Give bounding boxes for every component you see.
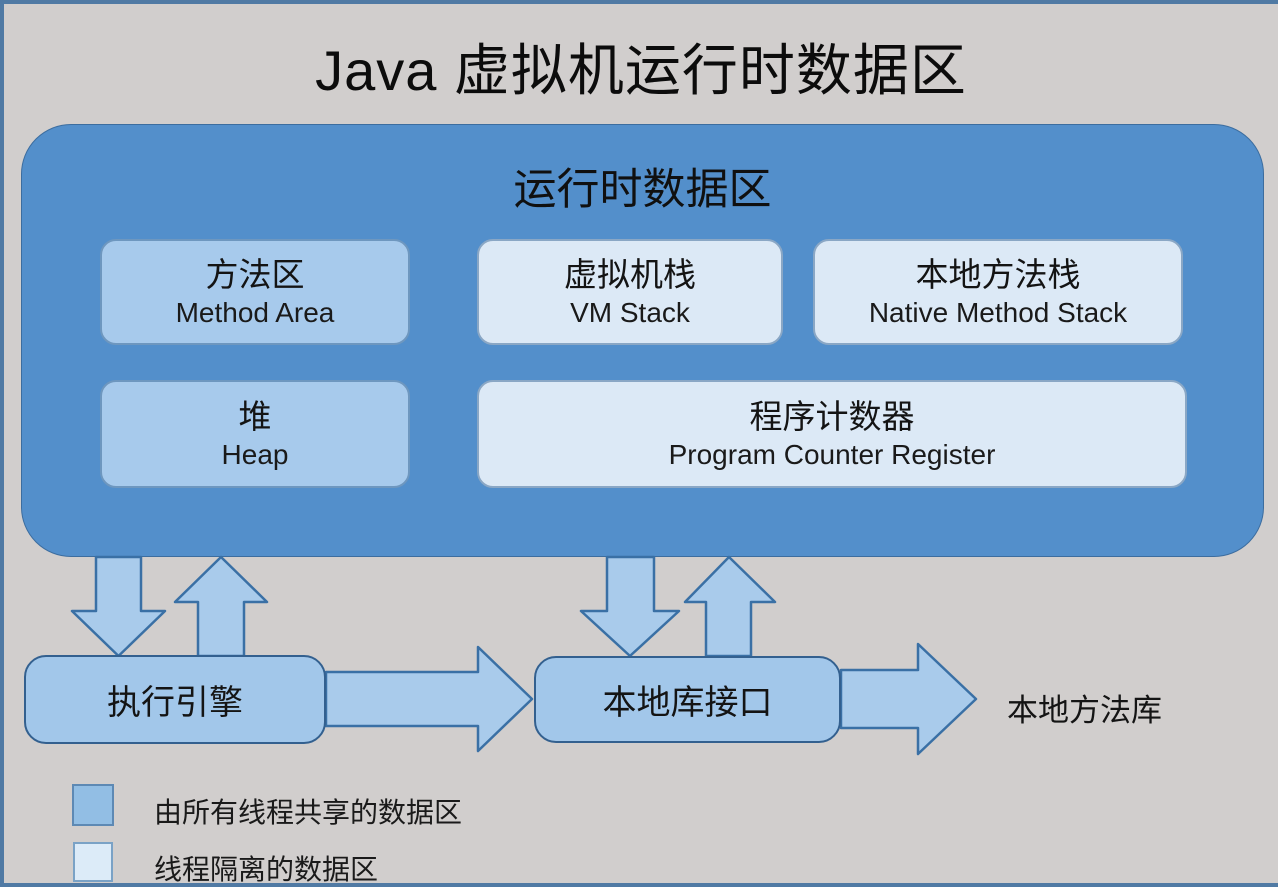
down-arrow-right-icon <box>579 555 681 658</box>
vm-stack-box: 虚拟机栈 VM Stack <box>477 239 783 345</box>
up-arrow-right-icon <box>683 555 777 658</box>
vm-stack-label-en: VM Stack <box>570 297 690 329</box>
heap-label-en: Heap <box>221 439 289 471</box>
native-method-stack-box: 本地方法栈 Native Method Stack <box>813 239 1183 345</box>
native-method-library-label: 本地方法库 <box>1007 693 1162 728</box>
native-library-interface-box: 本地库接口 <box>534 656 841 743</box>
page-title: Java 虚拟机运行时数据区 <box>315 39 967 102</box>
right-arrow-engine-to-interface-icon <box>324 645 534 753</box>
runtime-data-area-title: 运行时数据区 <box>513 166 772 214</box>
native-method-stack-label-zh: 本地方法栈 <box>915 255 1081 293</box>
runtime-data-area-container: 运行时数据区 方法区 Method Area 虚拟机栈 VM Stack 本地方… <box>21 124 1264 557</box>
right-arrow-interface-to-library-icon <box>839 642 978 756</box>
vm-stack-label-zh: 虚拟机栈 <box>564 255 696 293</box>
heap-box: 堆 Heap <box>100 380 410 488</box>
method-area-box: 方法区 Method Area <box>100 239 410 345</box>
legend-shared-label: 由所有线程共享的数据区 <box>154 797 463 828</box>
program-counter-box: 程序计数器 Program Counter Register <box>477 380 1187 488</box>
method-area-label-en: Method Area <box>175 297 335 329</box>
legend-isolated-swatch <box>73 842 113 882</box>
program-counter-label-zh: 程序计数器 <box>749 397 915 435</box>
heap-label-zh: 堆 <box>238 397 272 435</box>
execution-engine-box: 执行引擎 <box>24 655 326 744</box>
native-library-interface-label: 本地库接口 <box>602 684 773 722</box>
down-arrow-left-icon <box>70 555 167 658</box>
native-method-stack-label-en: Native Method Stack <box>868 297 1128 329</box>
program-counter-label-en: Program Counter Register <box>668 439 996 471</box>
legend-isolated-label: 线程隔离的数据区 <box>154 854 379 885</box>
up-arrow-left-icon <box>173 555 269 658</box>
execution-engine-label: 执行引擎 <box>107 684 243 722</box>
method-area-label-zh: 方法区 <box>205 255 305 293</box>
legend-shared-swatch <box>72 784 114 826</box>
